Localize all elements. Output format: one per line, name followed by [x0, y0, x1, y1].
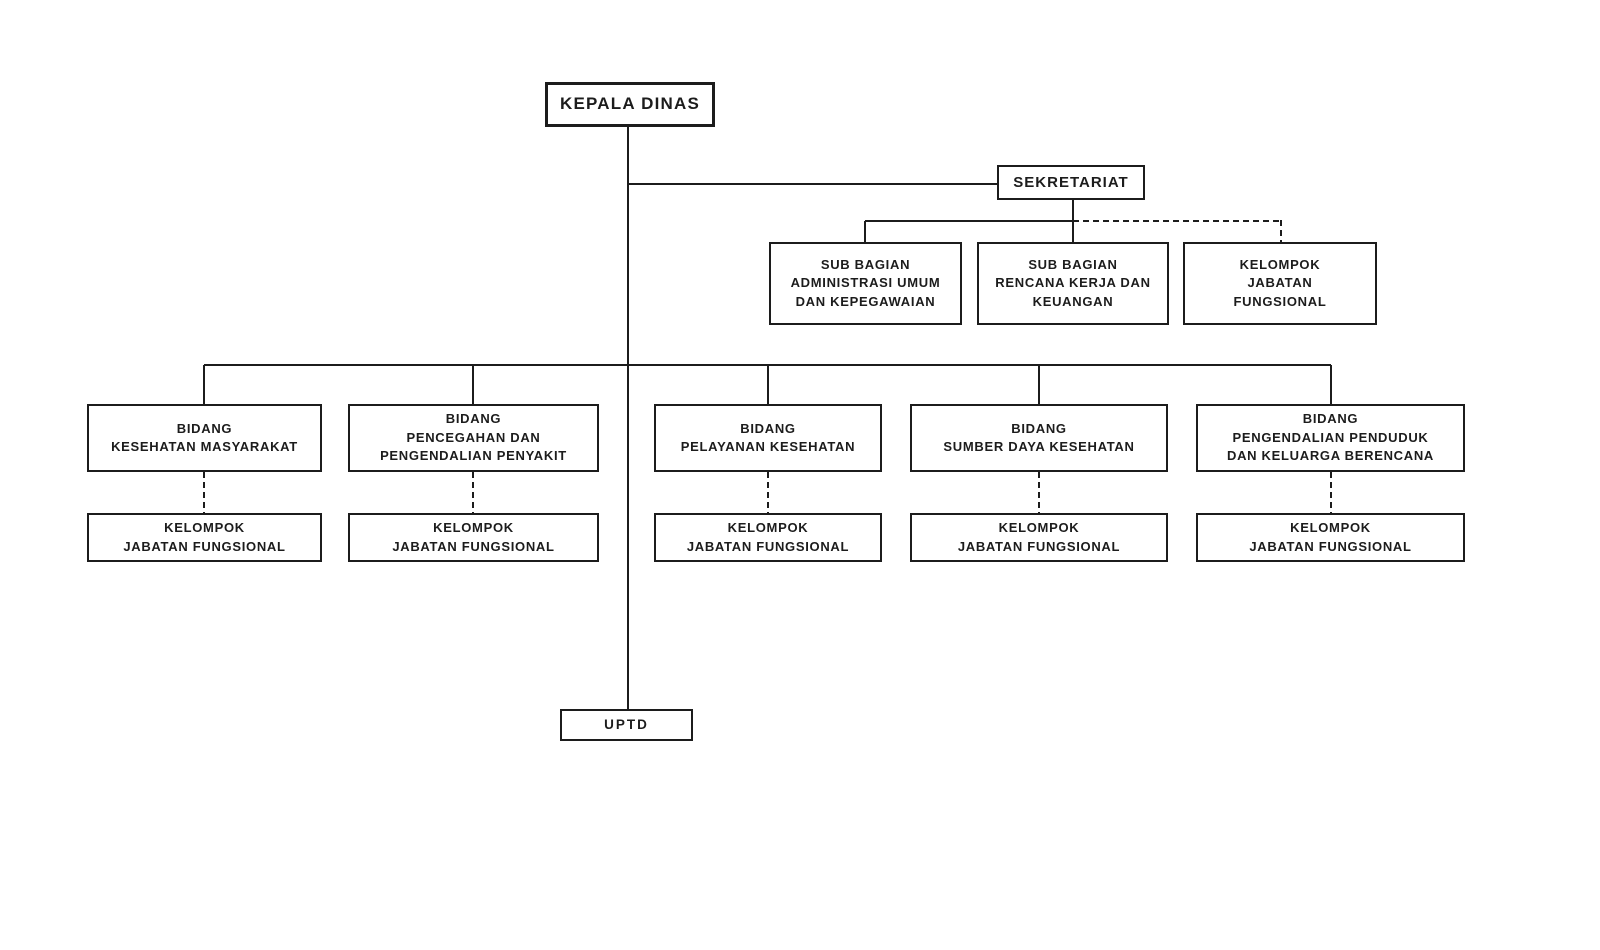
node-bidang-sumber-daya-kesehatan: BIDANG SUMBER DAYA KESEHATAN: [910, 404, 1168, 472]
node-kepala-dinas: KEPALA DINAS: [545, 82, 715, 127]
node-kelompok-jabatan-fungsional-4: KELOMPOK JABATAN FUNGSIONAL: [910, 513, 1168, 562]
node-uptd: UPTD: [560, 709, 693, 741]
node-bidang-pengendalian-penduduk: BIDANG PENGENDALIAN PENDUDUK DAN KELUARG…: [1196, 404, 1465, 472]
node-bidang-kesehatan-masyarakat: BIDANG KESEHATAN MASYARAKAT: [87, 404, 322, 472]
node-sub-bagian-rencana-kerja: SUB BAGIAN RENCANA KERJA DAN KEUANGAN: [977, 242, 1169, 325]
node-sub-bagian-administrasi-umum: SUB BAGIAN ADMINISTRASI UMUM DAN KEPEGAW…: [769, 242, 962, 325]
node-kelompok-jabatan-fungsional-2: KELOMPOK JABATAN FUNGSIONAL: [348, 513, 599, 562]
node-bidang-pencegahan-pengendalian-penyakit: BIDANG PENCEGAHAN DAN PENGENDALIAN PENYA…: [348, 404, 599, 472]
node-kelompok-jabatan-fungsional-3: KELOMPOK JABATAN FUNGSIONAL: [654, 513, 882, 562]
node-kelompok-jabatan-fungsional-5: KELOMPOK JABATAN FUNGSIONAL: [1196, 513, 1465, 562]
node-sekretariat: SEKRETARIAT: [997, 165, 1145, 200]
node-kelompok-jabatan-fungsional-1: KELOMPOK JABATAN FUNGSIONAL: [87, 513, 322, 562]
node-kelompok-jabatan-fungsional-sekretariat: KELOMPOK JABATAN FUNGSIONAL: [1183, 242, 1377, 325]
node-bidang-pelayanan-kesehatan: BIDANG PELAYANAN KESEHATAN: [654, 404, 882, 472]
